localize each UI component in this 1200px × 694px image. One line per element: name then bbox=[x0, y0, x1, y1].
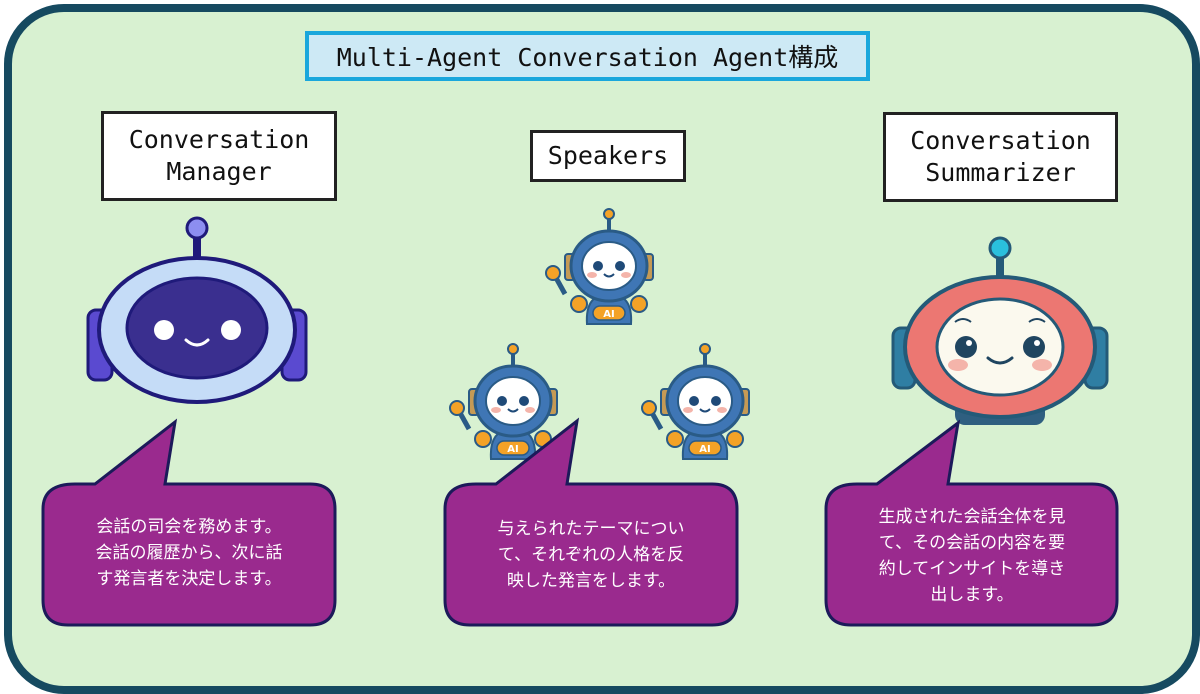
speakers-description: 与えられたテーマについ て、それぞれの人格を反 映した発言をします。 bbox=[497, 519, 685, 591]
manager-label: Conversation Manager bbox=[101, 111, 337, 201]
summarizer-description: 生成された会話全体を見 て、その会話の内容を要 約してインサイトを導き 出します… bbox=[878, 507, 1066, 605]
speakers-label-text: Speakers bbox=[547, 140, 669, 170]
diagram-title-text: Multi-Agent Conversation Agent構成 bbox=[336, 43, 839, 72]
manager-description: 会話の司会を務めます。 会話の履歴から、次に話 す発言者を決定します。 bbox=[95, 517, 283, 589]
diagram-title: Multi-Agent Conversation Agent構成 bbox=[305, 31, 870, 81]
summarizer-label-text: Conversation Summarizer bbox=[910, 125, 1091, 188]
speakers-label: Speakers bbox=[530, 130, 686, 182]
manager-label-text: Conversation Manager bbox=[128, 124, 310, 187]
summarizer-label: Conversation Summarizer bbox=[883, 112, 1118, 202]
